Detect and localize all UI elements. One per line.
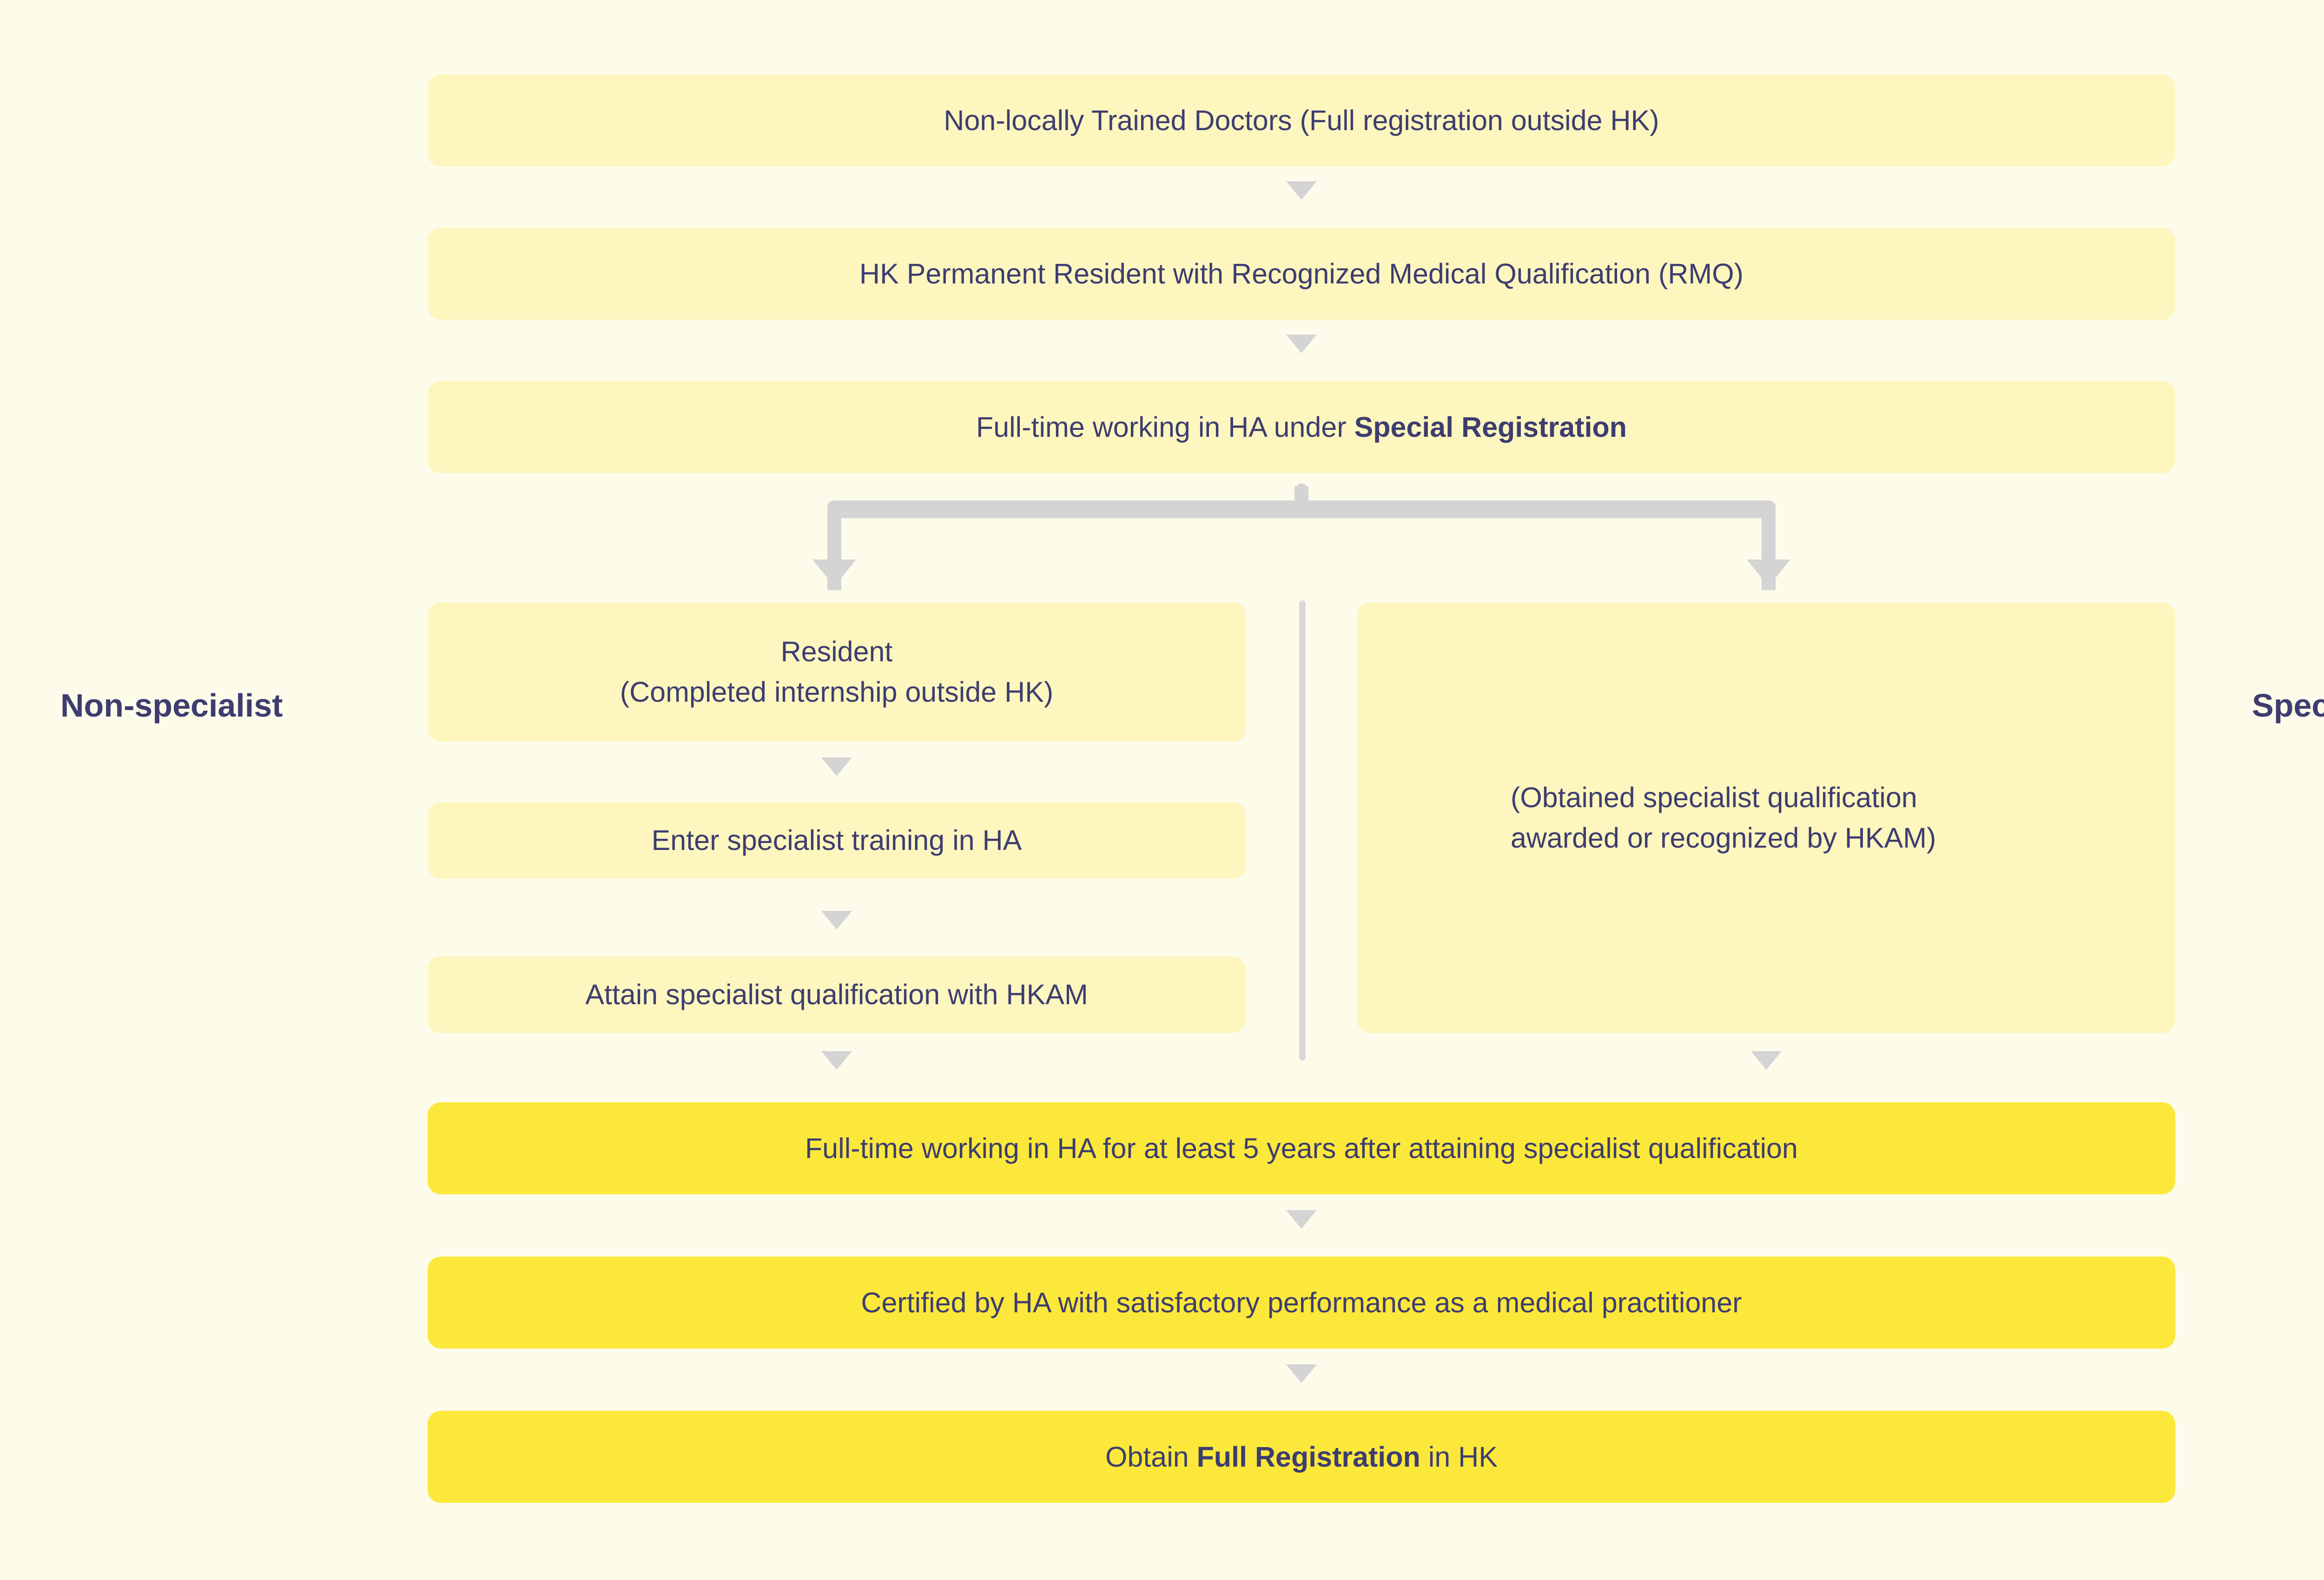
arrow-step2-to-step3	[1286, 335, 1317, 353]
arrow-merge1-to-merge2	[1286, 1210, 1317, 1229]
node-label: Obtain Full Registration in HK	[446, 1437, 2157, 1477]
node-label-line-2: awarded or recognized by HKAM)	[1511, 822, 1936, 854]
node-label-prefix: Obtain	[1105, 1441, 1197, 1473]
node-label: Non-locally Trained Doctors (Full regist…	[944, 104, 1659, 136]
arrow-left-column-to-merge	[821, 1051, 852, 1070]
node-attain-specialist-qualification: Attain specialist qualification with HKA…	[428, 956, 1246, 1033]
node-five-years-full-time: Full-time working in HA for at least 5 y…	[428, 1102, 2175, 1194]
node-label: Full-time working in HA under Special Re…	[446, 407, 2157, 448]
node-label: Resident (Completed internship outside H…	[446, 632, 1227, 712]
node-label: HK Permanent Resident with Recognized Me…	[859, 257, 1743, 290]
node-label-emphasis: Special Registration	[1354, 411, 1627, 443]
branch-label-specialist: Specialist	[2252, 687, 2324, 724]
node-certified-by-ha: Certified by HA with satisfactory perfor…	[428, 1257, 2175, 1349]
node-label: Attain specialist qualification with HKA…	[585, 979, 1088, 1011]
node-label-line-2: (Completed internship outside HK)	[620, 676, 1054, 708]
node-hk-permanent-resident-rmq: HK Permanent Resident with Recognized Me…	[428, 228, 2175, 320]
arrow-right-column-to-merge	[1751, 1051, 1782, 1070]
node-enter-specialist-training: Enter specialist training in HA	[428, 802, 1246, 879]
branch-horizontal-bar	[827, 500, 1776, 518]
column-divider	[1299, 600, 1306, 1060]
branch-label-non-specialist: Non-specialist	[60, 687, 283, 724]
node-full-time-special-registration: Full-time working in HA under Special Re…	[428, 381, 2175, 473]
arrow-step1-to-step2	[1286, 181, 1317, 200]
node-obtain-full-registration: Obtain Full Registration in HK	[428, 1411, 2175, 1503]
arrow-merge2-to-merge3	[1286, 1364, 1317, 1383]
node-label-emphasis: Full Registration	[1196, 1441, 1420, 1473]
branch-right-arrowhead	[1747, 560, 1790, 586]
node-label: Full-time working in HA for at least 5 y…	[805, 1132, 1798, 1164]
node-obtained-specialist-qualification: (Obtained specialist qualification award…	[1357, 602, 2175, 1033]
node-label: (Obtained specialist qualification award…	[1511, 777, 2157, 858]
branch-left-arrowhead	[812, 560, 856, 586]
arrow-training-to-attain	[821, 911, 852, 929]
node-label-line-1: Resident	[780, 636, 893, 668]
arrow-resident-to-training	[821, 757, 852, 776]
node-label-prefix: Full-time working in HA under	[976, 411, 1354, 443]
node-label-suffix: in HK	[1420, 1441, 1498, 1473]
node-resident: Resident (Completed internship outside H…	[428, 602, 1246, 742]
node-label: Certified by HA with satisfactory perfor…	[861, 1286, 1742, 1318]
node-non-locally-trained-doctors: Non-locally Trained Doctors (Full regist…	[428, 74, 2175, 166]
node-label-line-1: (Obtained specialist qualification	[1511, 781, 1917, 813]
node-label: Enter specialist training in HA	[651, 824, 1022, 856]
